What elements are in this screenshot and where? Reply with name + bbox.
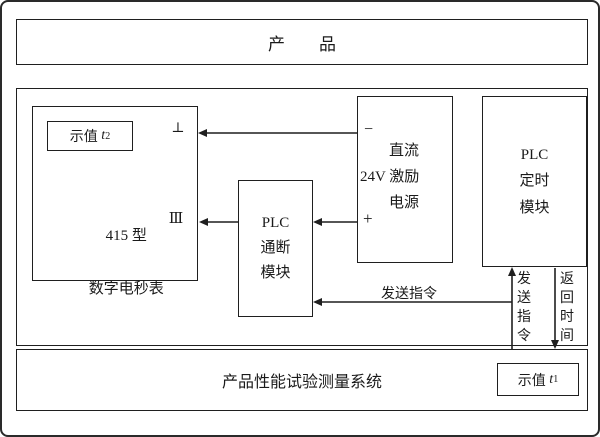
terminal-iii-symbol: Ⅲ	[168, 211, 184, 227]
meter-name-line1: 415 型	[105, 228, 147, 245]
plc-timer-line3: 模块	[519, 199, 550, 216]
power-line3: 电源	[389, 195, 420, 211]
product-label: 产 品	[268, 34, 336, 54]
power-line2: 24V 激励	[360, 169, 420, 185]
power-line1: 直流	[389, 143, 420, 159]
meter-reading-sub: 2	[105, 130, 111, 142]
plc-timer-module-box: PLC 定时 模块	[482, 96, 587, 267]
send-command-label: 发送指令	[381, 287, 437, 302]
minus-terminal: −	[364, 121, 374, 138]
plc-switch-module-box: PLC 通断 模块	[238, 180, 313, 317]
ground-terminal-symbol: ⊥	[171, 121, 185, 136]
return-time-vertical-label: 返回时间	[560, 272, 574, 344]
plc-timer-line1: PLC	[520, 147, 549, 164]
system-reading-sub: 1	[553, 374, 559, 385]
plc-switch-line3: 模块	[260, 264, 291, 281]
meter-name: 415 型 数字电秒表	[33, 197, 197, 328]
plc-timer-line2: 定时	[519, 173, 550, 190]
system-reading-var: t	[549, 371, 554, 387]
send-command-vertical-label: 发送指令	[517, 272, 531, 344]
plc-switch-line1: PLC	[261, 215, 290, 232]
product-box: 产 品	[16, 19, 588, 65]
system-reading-label: 示值	[517, 373, 550, 389]
plus-terminal: +	[363, 209, 373, 228]
measurement-system-label: 产品性能试验测量系统	[221, 374, 382, 391]
meter-reading-var: t	[101, 128, 106, 143]
meter-reading-label: 示值	[69, 130, 102, 145]
plc-switch-line2: 通断	[260, 240, 291, 257]
meter-name-line2: 数字电秒表	[88, 280, 164, 297]
dc-power-supply-box: − 直流 24V 激励 电源 +	[357, 96, 453, 263]
